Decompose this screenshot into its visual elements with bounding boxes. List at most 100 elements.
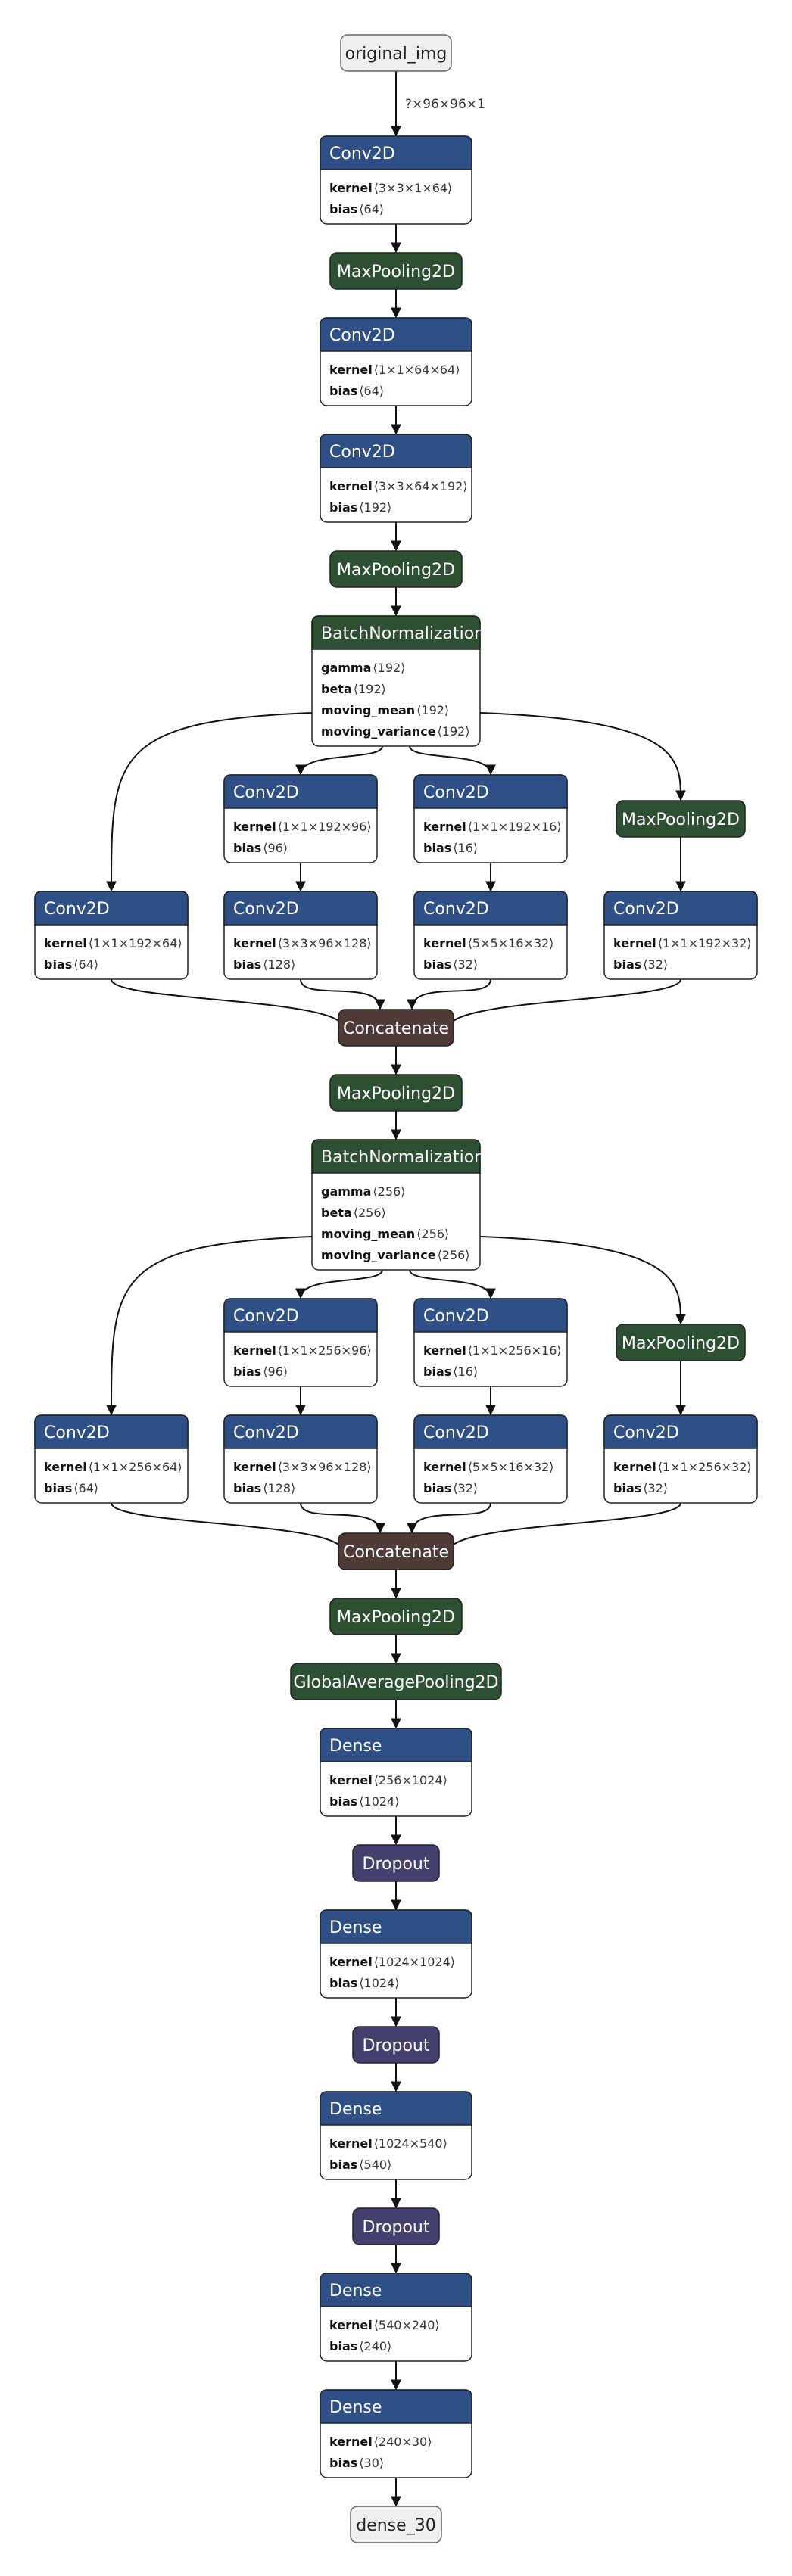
param-kernel: kernel⟨1×1×256×64⟩ [44, 1460, 182, 1474]
layer-node-n-pool3[interactable]: MaxPooling2D [329, 1074, 463, 1112]
param-shape: ⟨30⟩ [359, 2456, 384, 2470]
param-shape: ⟨256⟩ [438, 1248, 470, 1262]
param-shape: ⟨540⟩ [359, 2158, 391, 2172]
layer-header [320, 2091, 472, 2126]
param-name: kernel [233, 936, 276, 950]
param-kernel: kernel⟨3×3×96×128⟩ [233, 936, 372, 950]
layer-pill [352, 2026, 440, 2064]
param-name: kernel [423, 820, 466, 834]
layer-node-n-drop1[interactable]: Dropout [352, 1844, 440, 1882]
edge-n-bn1-to-n-a-b1 [106, 712, 313, 892]
param-bias: bias⟨64⟩ [329, 202, 384, 216]
layer-header [603, 1414, 758, 1449]
param-shape: ⟨192⟩ [416, 703, 449, 717]
param-name: kernel [329, 2434, 373, 2449]
layer-node-n-gap[interactable]: GlobalAveragePooling2D [290, 1663, 502, 1700]
layer-node-n-drop2[interactable]: Dropout [352, 2026, 440, 2064]
param-shape: ⟨1×1×192×16⟩ [468, 820, 562, 834]
param-shape: ⟨96⟩ [263, 1364, 288, 1379]
edge-n-bn1-to-n-a-c3 [409, 745, 496, 776]
param-name: kernel [329, 2136, 373, 2151]
io-label: original_img [345, 45, 447, 64]
layer-type-label: Conv2D [233, 1307, 299, 1326]
param-shape: ⟨1×1×256×96⟩ [278, 1343, 372, 1358]
layer-type-label: Conv2D [233, 1423, 299, 1442]
layer-node-n-bn2[interactable]: BatchNormalizationgamma⟨256⟩beta⟨256⟩mov… [311, 1139, 485, 1271]
param-bias: bias⟨32⟩ [613, 957, 668, 972]
param-shape: ⟨32⟩ [453, 957, 478, 972]
param-name: moving_variance [321, 724, 436, 739]
param-name: kernel [329, 1773, 373, 1787]
param-name: beta [321, 1206, 352, 1220]
layer-node-n-input[interactable]: original_img [340, 34, 452, 72]
param-bias: bias⟨16⟩ [423, 1364, 478, 1379]
param-name: kernel [329, 1955, 373, 1969]
layer-type-label: Conv2D [423, 900, 489, 919]
layer-header [311, 1139, 481, 1174]
layer-type-label: Conv2D [329, 326, 395, 345]
edge-n-a-b4-to-n-cat1 [444, 978, 681, 1029]
layer-type-label: Conv2D [44, 1423, 110, 1442]
layer-node-n-pool1[interactable]: MaxPooling2D [329, 252, 463, 290]
param-shape: ⟨256⟩ [373, 1184, 405, 1199]
layer-header [223, 891, 378, 926]
param-moving-variance: moving_variance⟨256⟩ [321, 1248, 470, 1262]
layer-header [311, 615, 481, 650]
layer-node-n-pool4[interactable]: MaxPooling2D [329, 1598, 463, 1635]
layer-node-n-drop3[interactable]: Dropout [352, 2207, 440, 2245]
layer-header [320, 135, 472, 170]
io-label: dense_30 [356, 2516, 435, 2535]
layer-header [223, 774, 378, 809]
param-shape: ⟨1×1×256×32⟩ [658, 1460, 752, 1474]
param-shape: ⟨64⟩ [359, 202, 384, 216]
param-gamma: gamma⟨256⟩ [321, 1184, 405, 1199]
layer-node-n-a-p4[interactable]: MaxPooling2D [616, 800, 746, 838]
edge-n-b-b1-to-n-cat2 [111, 1502, 348, 1553]
param-kernel: kernel⟨1×1×192×96⟩ [233, 820, 372, 834]
param-bias: bias⟨128⟩ [233, 1481, 295, 1495]
layer-type-label: Dropout [363, 2036, 430, 2055]
param-shape: ⟨240⟩ [359, 2339, 391, 2354]
param-name: gamma [321, 1184, 371, 1199]
layer-pill [352, 1844, 440, 1882]
param-bias: bias⟨128⟩ [233, 957, 295, 972]
layer-node-n-bn1[interactable]: BatchNormalizationgamma⟨192⟩beta⟨192⟩mov… [311, 615, 485, 747]
param-kernel: kernel⟨1×1×256×96⟩ [233, 1343, 372, 1358]
param-shape: ⟨1024⟩ [359, 1976, 399, 1990]
edge-n-a-b3-to-n-cat1 [407, 978, 491, 1010]
layer-node-n-output[interactable]: dense_30 [350, 2506, 442, 2543]
param-kernel: kernel⟨1×1×192×32⟩ [613, 936, 752, 950]
param-bias: bias⟨16⟩ [423, 841, 478, 855]
layer-node-n-cat2[interactable]: Concatenate [338, 1532, 454, 1570]
layer-header [223, 1414, 378, 1449]
param-name: bias [329, 2456, 357, 2470]
edges-layer: ?×96×96×1 [106, 71, 686, 2507]
layer-node-n-cat1[interactable]: Concatenate [338, 1009, 454, 1047]
layer-node-n-pool2[interactable]: MaxPooling2D [329, 550, 463, 588]
param-name: bias [423, 957, 451, 972]
edge-n-a-b1-to-n-cat1 [111, 978, 348, 1029]
param-name: kernel [329, 2318, 373, 2332]
layer-node-n-b-p4[interactable]: MaxPooling2D [616, 1324, 746, 1361]
layer-header [34, 891, 189, 926]
